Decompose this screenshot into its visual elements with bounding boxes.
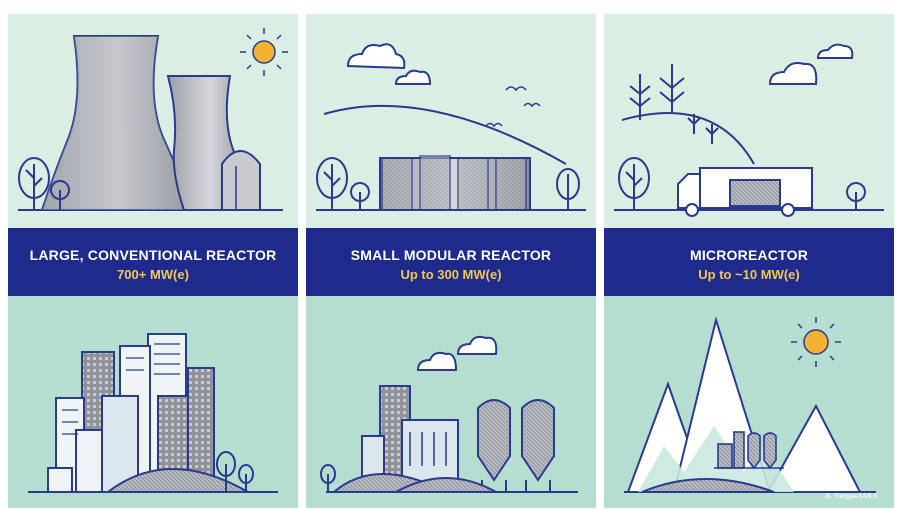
panel-bottom-illustration: A. Vargas/IAEA [604, 296, 894, 508]
cloud-icon [416, 335, 498, 371]
tree-icon [216, 451, 254, 492]
tree-icon [320, 464, 336, 492]
panel-top-illustration [604, 14, 894, 228]
reactor-label-band: MICROREACTOR Up to ~10 MW(e) [604, 228, 894, 296]
tree-icon [18, 157, 70, 210]
tree-icon [316, 157, 580, 210]
microreactor-illustration [614, 43, 884, 217]
panel-bottom-illustration [8, 296, 298, 508]
bird-icon [485, 86, 541, 128]
reactor-title: SMALL MODULAR REACTOR [350, 247, 552, 263]
pine-tree-icon [629, 64, 719, 144]
reactor-title: MICROREACTOR [689, 247, 809, 263]
cloud-icon [768, 43, 854, 85]
reactor-capacity: Up to ~10 MW(e) [698, 267, 800, 282]
reactor-label-band: SMALL MODULAR REACTOR Up to 300 MW(e) [306, 228, 596, 296]
cloud-icon [346, 43, 432, 85]
reactor-capacity: 700+ MW(e) [117, 267, 189, 282]
image-credit: A. Vargas/IAEA [825, 492, 878, 500]
cooling-towers-illustration [18, 28, 288, 211]
reactor-capacity: Up to 300 MW(e) [400, 267, 502, 282]
hill-icon [105, 468, 252, 493]
tree-icon [618, 157, 866, 210]
panel-top-illustration [8, 14, 298, 228]
microreactor-plant-icon [714, 431, 784, 470]
truck-icon [677, 167, 813, 217]
smr-illustration [316, 43, 586, 211]
sun-icon [791, 317, 841, 367]
reactor-dome-icon [221, 150, 261, 211]
hill-icon [641, 478, 775, 493]
panel-top-illustration [306, 14, 596, 228]
industry-illustration [320, 335, 578, 493]
panel-bottom-illustration [306, 296, 596, 508]
sun-icon [240, 28, 288, 76]
reactor-label-band: LARGE, CONVENTIONAL REACTOR 700+ MW(e) [8, 228, 298, 296]
mountain-illustration [624, 316, 876, 493]
reactor-title: LARGE, CONVENTIONAL REACTOR [29, 247, 277, 263]
panel-large-reactor: LARGE, CONVENTIONAL REACTOR 700+ MW(e) [8, 14, 298, 508]
panel-small-modular-reactor: SMALL MODULAR REACTOR Up to 300 MW(e) [306, 14, 596, 508]
silo-icon [477, 399, 555, 492]
panel-microreactor: MICROREACTOR Up to ~10 MW(e) [604, 14, 894, 508]
city-illustration [28, 333, 278, 493]
